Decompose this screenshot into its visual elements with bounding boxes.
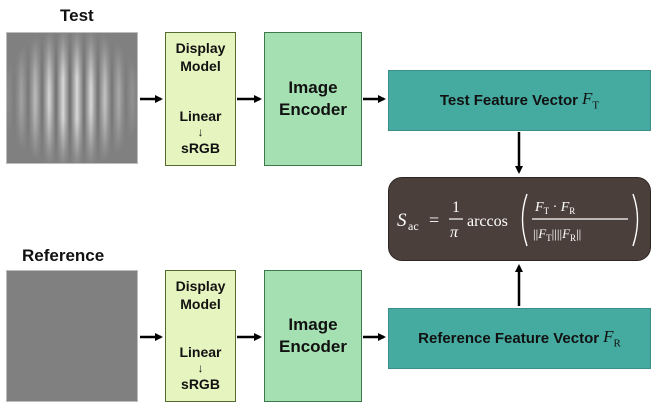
display-model-box-test: Display Model Linear ↓ sRGB	[165, 32, 236, 166]
test-stimulus-image	[6, 32, 138, 164]
image-encoder-box-test: Image Encoder	[264, 32, 362, 166]
angular-similarity-formula: S ac = 1 π arccos FT · FR ||FT||||FR||	[397, 193, 638, 247]
test-feature-vector-symbol: FT	[581, 89, 600, 112]
formula-right-paren	[631, 193, 638, 247]
image-encoder-line1: Image	[288, 315, 338, 334]
formula-arccos: arccos	[467, 213, 508, 230]
image-encoder-line2: Encoder	[278, 100, 348, 119]
formula-denominator: ||FT||||FR||	[533, 226, 581, 243]
display-model-linear: Linear	[179, 108, 222, 124]
display-model-box-reference: Display Model Linear ↓ sRGB	[165, 270, 236, 402]
formula-lhs: S	[397, 210, 407, 231]
image-encoder-line1: Image	[288, 78, 338, 97]
test-feature-vector-box: Test Feature Vector FT	[388, 70, 651, 131]
display-model-srgb: sRGB	[181, 140, 220, 156]
display-model-linear: Linear	[179, 344, 222, 360]
angular-similarity-formula-box: S ac = 1 π arccos FT · FR ||FT||||FR||	[388, 177, 651, 261]
display-model-title-1: Display	[175, 40, 226, 56]
image-encoder-line2: Encoder	[278, 337, 348, 356]
reference-stimulus-image	[6, 270, 138, 402]
reference-label: Reference	[22, 246, 105, 265]
test-label: Test	[60, 6, 94, 25]
reference-feature-vector-label: Reference Feature Vector	[418, 330, 600, 347]
reference-feature-vector-symbol: FR	[603, 327, 621, 350]
formula-one: 1	[452, 199, 460, 216]
down-arrow-icon: ↓	[197, 361, 204, 375]
down-arrow-icon: ↓	[197, 125, 204, 139]
display-model-title-2: Model	[180, 296, 221, 312]
display-model-srgb: sRGB	[181, 376, 220, 392]
display-model-title-1: Display	[175, 278, 226, 294]
image-encoder-box-reference: Image Encoder	[264, 270, 362, 402]
formula-left-paren	[521, 193, 528, 247]
display-model-title-2: Model	[180, 58, 221, 74]
reference-feature-vector-box: Reference Feature Vector FR	[388, 308, 651, 369]
formula-equals: =	[429, 210, 439, 230]
formula-pi: π	[450, 224, 459, 241]
test-feature-vector-label: Test Feature Vector	[439, 92, 578, 109]
formula-lhs-subscript: ac	[408, 219, 419, 233]
